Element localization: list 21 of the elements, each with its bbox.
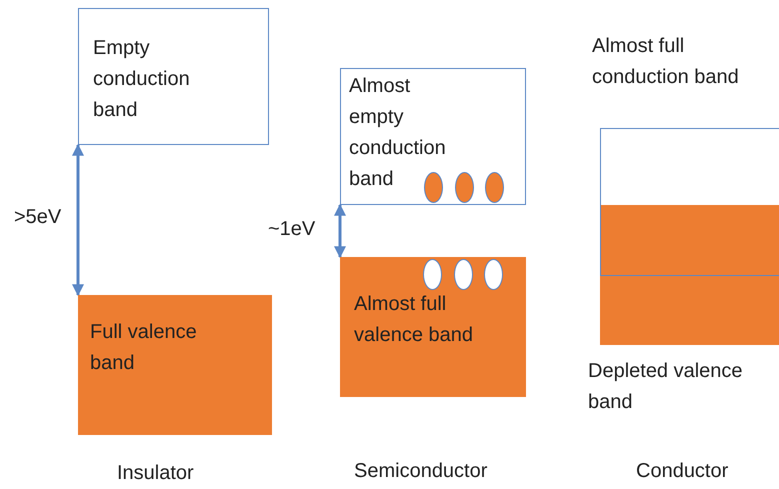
band-label: Almost empty conduction band bbox=[349, 74, 447, 192]
material-caption: Semiconductor bbox=[354, 460, 488, 483]
material-caption: Insulator bbox=[117, 462, 194, 485]
hole-oval bbox=[484, 259, 503, 290]
valence-band-box bbox=[340, 257, 526, 397]
electron-oval bbox=[424, 172, 443, 203]
conduction-band-box bbox=[78, 8, 269, 145]
electron-oval bbox=[455, 172, 474, 203]
double-arrow bbox=[334, 204, 346, 258]
double-arrow bbox=[72, 144, 84, 296]
electron-oval bbox=[485, 172, 504, 203]
band-label: Full valence band bbox=[90, 320, 198, 376]
valence-band-box bbox=[78, 295, 272, 435]
band-label: Empty conduction band bbox=[93, 36, 191, 123]
material-caption: Conductor bbox=[636, 460, 728, 483]
hole-oval bbox=[423, 259, 442, 290]
hole-oval bbox=[454, 259, 473, 290]
band-label: Almost full conduction band bbox=[592, 34, 740, 90]
conduction-band-box bbox=[340, 68, 526, 205]
band-label: Depleted valence band bbox=[588, 359, 744, 415]
band-label: Almost full valence band bbox=[354, 292, 474, 348]
